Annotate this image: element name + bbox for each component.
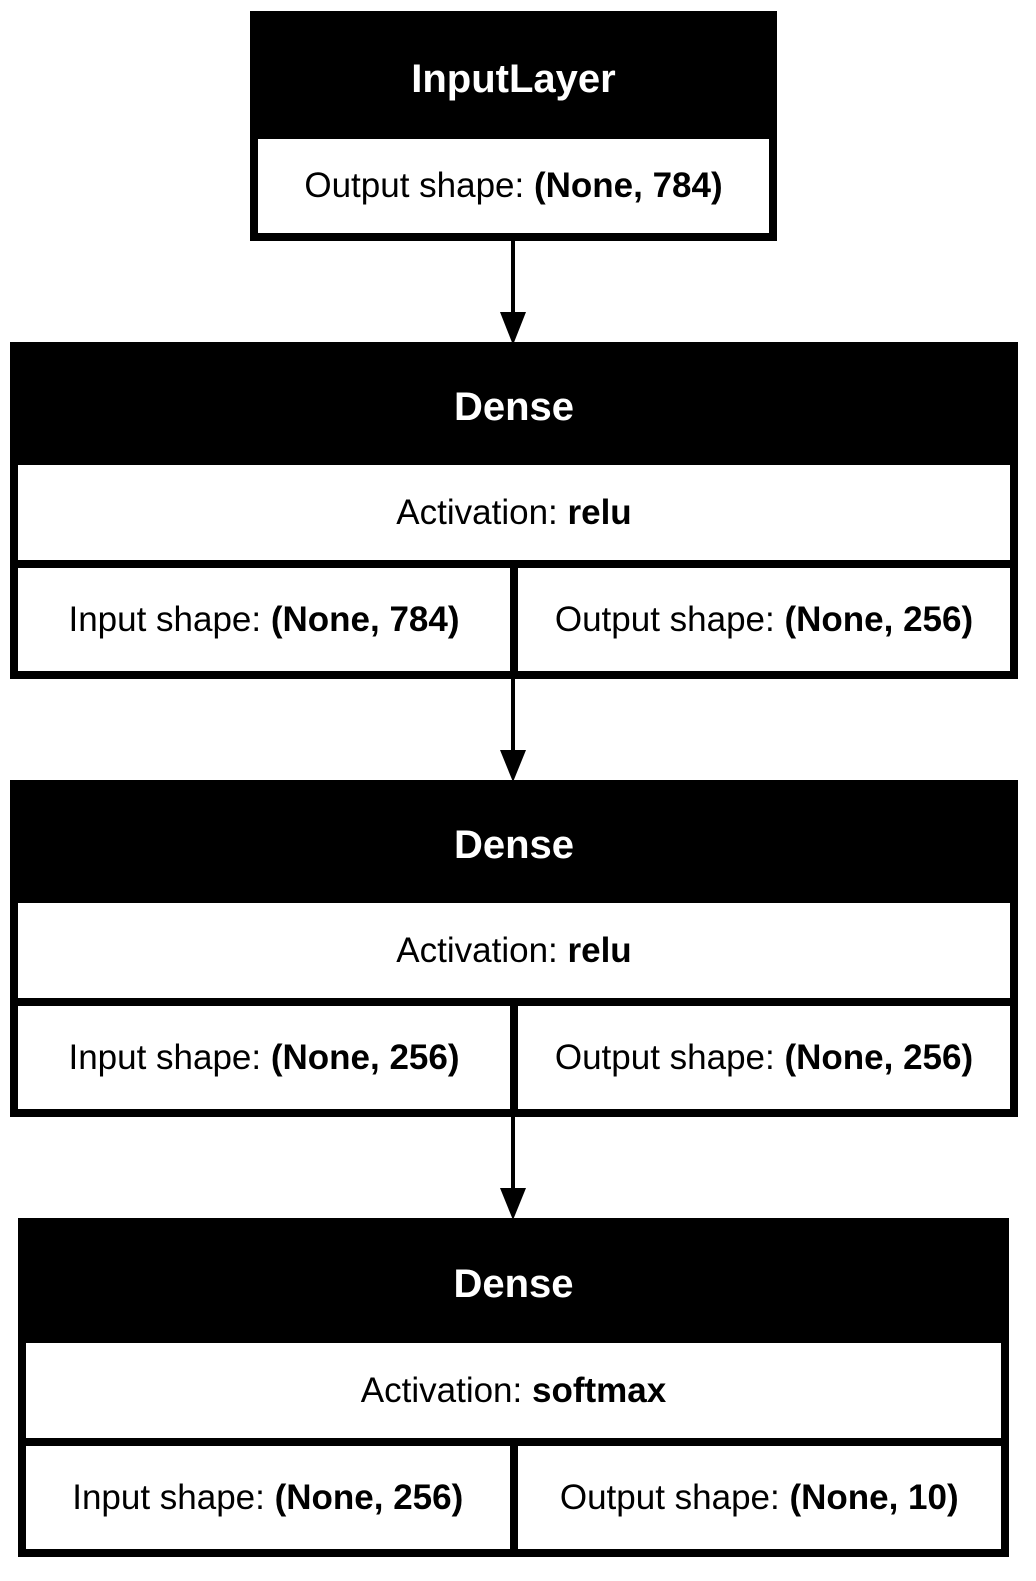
node-dense-3: Dense Activation: softmax Input shape: (… xyxy=(18,1218,1009,1557)
output-shape-cell: Output shape: (None, 256) xyxy=(518,568,1010,671)
node-input-layer: InputLayer Output shape: (None, 784) xyxy=(250,11,777,241)
node-dense-1: Dense Activation: relu Input shape: (Non… xyxy=(10,342,1018,679)
activation-cell: Activation: relu xyxy=(18,465,1010,560)
input-shape-value: (None, 256) xyxy=(274,1477,464,1517)
activation-value: relu xyxy=(567,492,632,532)
input-shape-cell: Input shape: (None, 784) xyxy=(18,568,510,671)
activation-label: Activation: xyxy=(360,1370,532,1410)
input-shape-label: Input shape: xyxy=(68,599,271,639)
node-title: InputLayer xyxy=(411,56,616,101)
output-shape-value: (None, 256) xyxy=(784,599,974,639)
output-shape-cell: Output shape: (None, 256) xyxy=(518,1006,1010,1109)
node-title: Dense xyxy=(453,385,575,429)
output-shape-cell: Output shape: (None, 784) xyxy=(258,139,769,233)
input-shape-label: Input shape: xyxy=(72,1477,275,1517)
output-shape-label: Output shape: xyxy=(554,599,785,639)
edge-dense1-to-dense2 xyxy=(500,678,526,782)
node-dense-2: Dense Activation: relu Input shape: (Non… xyxy=(10,780,1018,1117)
edge-dense2-to-dense3 xyxy=(500,1115,526,1220)
activation-cell: Activation: softmax xyxy=(26,1343,1001,1438)
activation-cell: Activation: relu xyxy=(18,903,1010,998)
input-shape-label: Input shape: xyxy=(68,1037,271,1077)
activation-value: relu xyxy=(567,930,632,970)
node-title: Dense xyxy=(453,823,575,867)
activation-value: softmax xyxy=(531,1370,667,1410)
output-shape-value: (None, 784) xyxy=(533,166,723,205)
output-shape-value: (None, 256) xyxy=(784,1037,974,1077)
input-shape-value: (None, 784) xyxy=(270,599,460,639)
output-shape-label: Output shape: xyxy=(304,166,534,205)
output-shape-cell: Output shape: (None, 10) xyxy=(517,1446,1001,1549)
node-title: Dense xyxy=(453,1262,574,1306)
output-shape-value: (None, 10) xyxy=(789,1477,959,1517)
edge-input-to-dense1 xyxy=(500,241,526,345)
output-shape-label: Output shape: xyxy=(559,1477,790,1517)
activation-label: Activation: xyxy=(396,930,568,970)
input-shape-cell: Input shape: (None, 256) xyxy=(26,1446,510,1549)
activation-label: Activation: xyxy=(396,492,568,532)
input-shape-value: (None, 256) xyxy=(270,1037,460,1077)
input-shape-cell: Input shape: (None, 256) xyxy=(18,1006,510,1109)
output-shape-label: Output shape: xyxy=(554,1037,785,1077)
